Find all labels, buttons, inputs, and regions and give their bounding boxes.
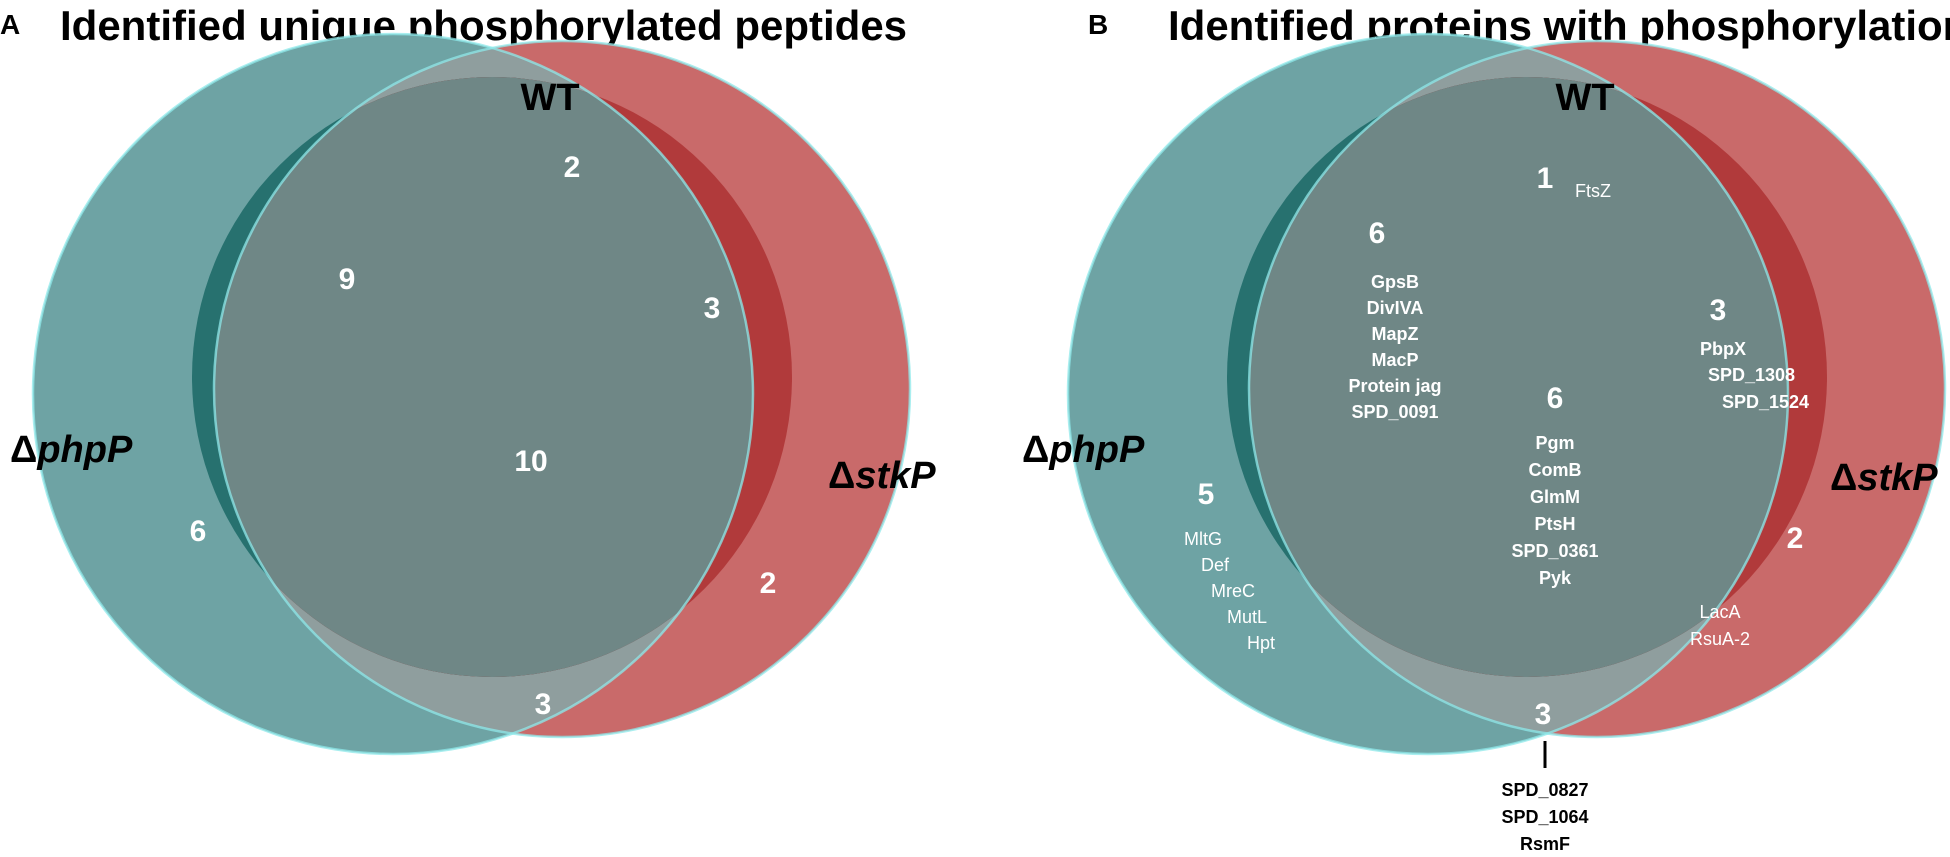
list-item: SPD_0827: [1501, 780, 1588, 800]
count-php-only: 6: [190, 515, 207, 548]
stk-label: ΔstkP: [1830, 457, 1938, 499]
php-label: ΔphpP: [1022, 429, 1145, 471]
panel-letter: A: [0, 9, 20, 40]
list-item: RsuA-2: [1690, 629, 1750, 649]
list-item: SPD_0361: [1511, 541, 1598, 561]
list-item: MltG: [1184, 529, 1222, 549]
php-label: ΔphpP: [10, 429, 133, 471]
stk-outline: [1247, 39, 1947, 739]
count-wt-only: 2: [564, 151, 581, 184]
count-php-only: 5: [1198, 478, 1215, 511]
panel-b: B Identified proteins with phosphorylati…: [1022, 2, 1950, 854]
list-item: SPD_0091: [1351, 402, 1438, 422]
item-list-php-stk: SPD_0827 SPD_1064 RsmF: [1501, 780, 1588, 854]
count-php-stk: 3: [535, 688, 552, 721]
panel-a: A Identified unique phosphorylated pepti…: [0, 2, 936, 756]
list-item: Hpt: [1247, 633, 1275, 653]
count-wt-php: 6: [1369, 217, 1386, 250]
list-item: SPD_1308: [1708, 365, 1795, 385]
panel-letter: B: [1088, 9, 1108, 40]
venn-diagram: [31, 32, 912, 756]
count-core: 6: [1547, 382, 1564, 415]
list-item: LacA: [1699, 602, 1740, 622]
count-php-stk: 3: [1535, 698, 1552, 731]
list-item: SPD_1064: [1501, 807, 1588, 827]
list-item: MreC: [1211, 581, 1255, 601]
list-item: MutL: [1227, 607, 1267, 627]
item-list-wt-php: GpsB DivIVA MapZ MacP Protein jag SPD_00…: [1348, 272, 1441, 422]
list-item: FtsZ: [1575, 181, 1611, 201]
list-item: GpsB: [1371, 272, 1419, 292]
count-wt-stk: 3: [704, 292, 721, 325]
php-outline: [31, 32, 755, 756]
list-item: SPD_1524: [1722, 392, 1809, 412]
count-wt-php: 9: [339, 263, 356, 296]
wt-label: WT: [1555, 77, 1614, 119]
list-item: RsmF: [1520, 834, 1570, 854]
count-stk-only: 2: [1787, 522, 1804, 555]
item-list-core: Pgm ComB GlmM PtsH SPD_0361 Pyk: [1511, 433, 1598, 588]
list-item: GlmM: [1530, 487, 1580, 507]
list-item: PbpX: [1700, 339, 1746, 359]
list-item: MapZ: [1372, 324, 1419, 344]
list-item: DivIVA: [1367, 298, 1424, 318]
panel-title: Identified unique phosphorylated peptide…: [60, 2, 907, 49]
stk-outline: [212, 39, 912, 739]
item-list-stk-only: LacA RsuA-2: [1690, 602, 1750, 649]
stk-label: ΔstkP: [828, 455, 936, 497]
php-outline: [1066, 32, 1790, 756]
list-item: Pyk: [1539, 568, 1572, 588]
venn-diagram: [1066, 32, 1947, 756]
list-item: ComB: [1529, 460, 1582, 480]
count-wt-stk: 3: [1710, 294, 1727, 327]
list-item: Protein jag: [1348, 376, 1441, 396]
list-item: Pgm: [1535, 433, 1574, 453]
count-wt-only: 1: [1537, 162, 1554, 195]
panel-title: Identified proteins with phosphorylation: [1168, 2, 1950, 49]
count-core: 10: [514, 445, 547, 478]
list-item: MacP: [1371, 350, 1418, 370]
list-item: Def: [1201, 555, 1230, 575]
list-item: PtsH: [1534, 514, 1575, 534]
item-list-php-only: MltG Def MreC MutL Hpt: [1184, 529, 1275, 653]
count-stk-only: 2: [760, 567, 777, 600]
wt-label: WT: [520, 77, 579, 119]
item-list-wt-stk: PbpX SPD_1308 SPD_1524: [1700, 339, 1809, 412]
